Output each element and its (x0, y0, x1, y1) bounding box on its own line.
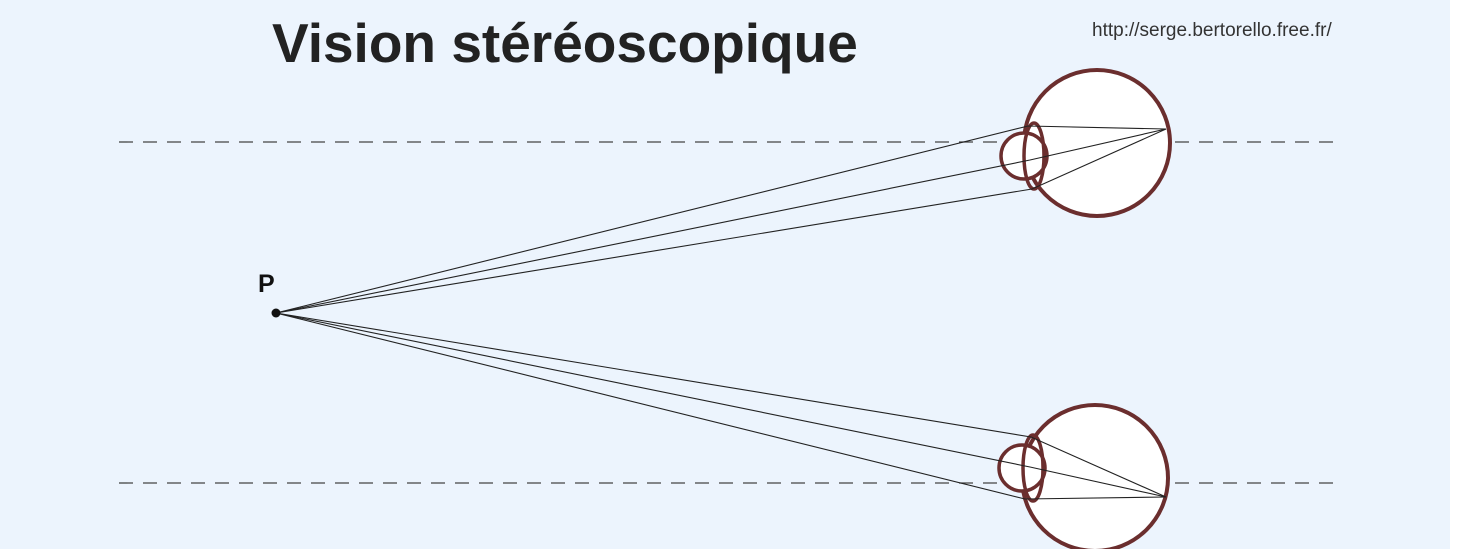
bottom-ray-middle (275, 312, 1167, 498)
top-ray-middle (275, 128, 1167, 314)
bottom-ray-upper (275, 312, 1167, 498)
point-p-label: P (258, 270, 275, 298)
point-p-marker (271, 308, 281, 318)
top-ray-upper (275, 125, 1167, 314)
bottom-lens (1021, 433, 1045, 503)
top-eye (999, 68, 1172, 218)
top-eye-rays (275, 125, 1167, 314)
top-ray-lower (275, 128, 1167, 314)
bottom-eye-rays (275, 312, 1167, 500)
bottom-eye (997, 403, 1170, 549)
top-lens (1022, 121, 1046, 191)
bottom-ray-lower (275, 312, 1167, 500)
top-eyeball (1022, 68, 1172, 218)
diagram-title: Vision stéréoscopique (272, 12, 858, 74)
source-url: http://serge.bertorello.free.fr/ (1092, 20, 1332, 41)
